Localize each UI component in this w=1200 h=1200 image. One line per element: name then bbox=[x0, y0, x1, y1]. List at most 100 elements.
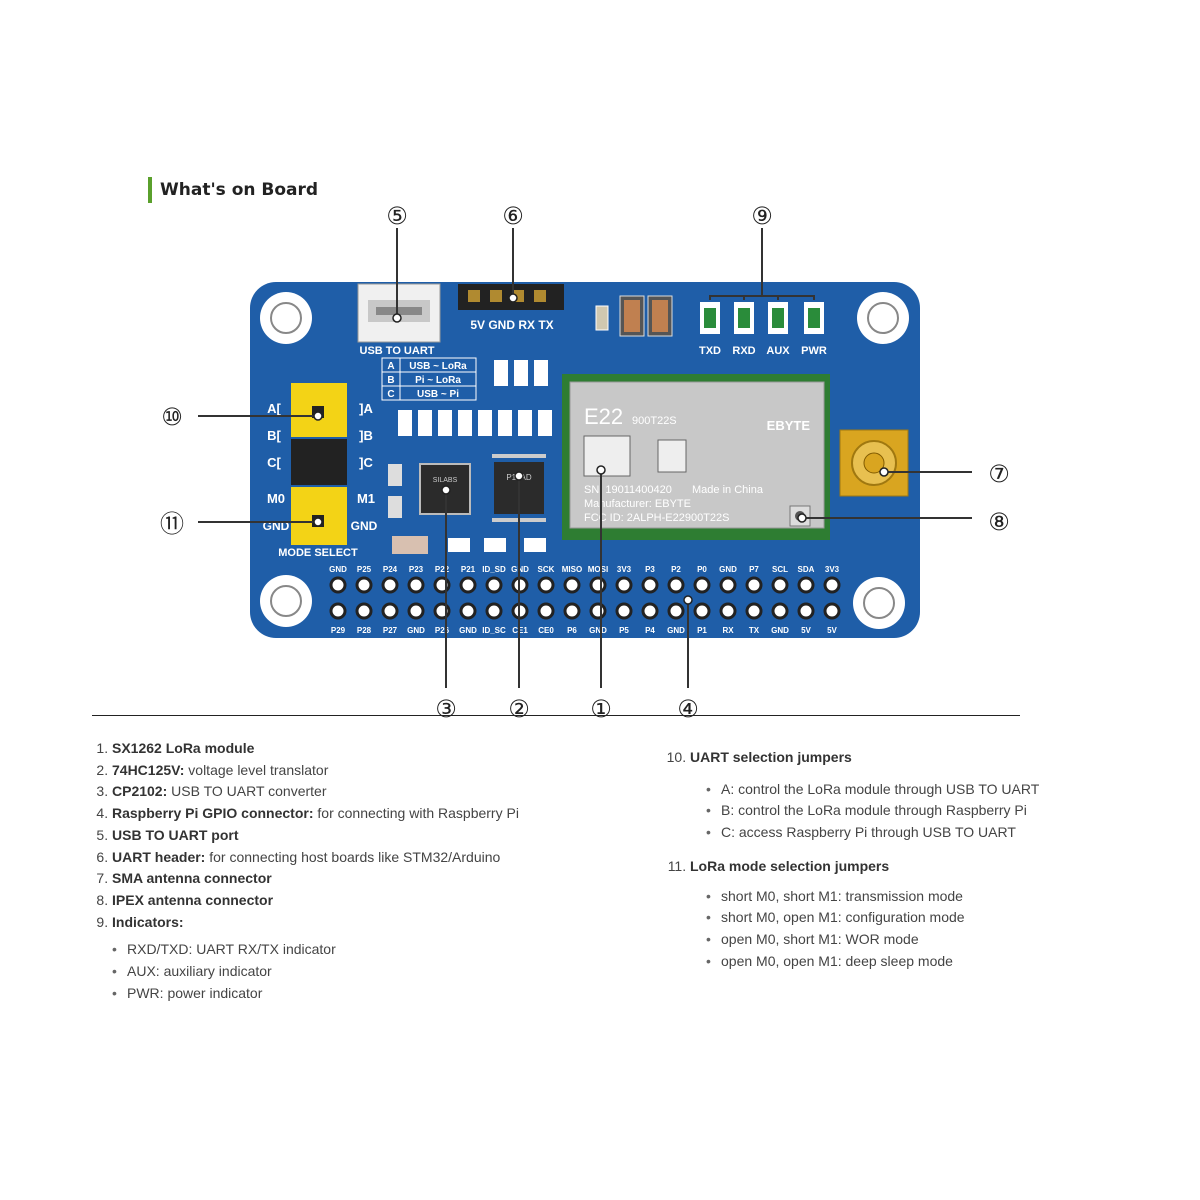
component-item: CP2102: USB TO UART converter bbox=[112, 781, 612, 803]
component-description: for connecting with Raspberry Pi bbox=[313, 805, 519, 822]
usb-label: USB TO UART bbox=[360, 345, 435, 357]
jumper-list: UART selection jumpers A: control the Lo… bbox=[670, 747, 1100, 972]
gpio-pin bbox=[329, 576, 347, 594]
gpio-label-bottom: TX bbox=[749, 626, 760, 635]
module-manufacturer: Manufacturer: EBYTE bbox=[584, 498, 691, 510]
gpio-label-top: P25 bbox=[357, 565, 372, 574]
lora-jumpers-title: LoRa mode selection jumpers bbox=[690, 857, 890, 874]
gpio-pin bbox=[485, 602, 503, 620]
gpio-label-top: P7 bbox=[749, 565, 759, 574]
callout-dots bbox=[313, 293, 889, 605]
component-description: USB TO UART converter bbox=[167, 783, 327, 800]
mode-key-a: A bbox=[387, 361, 394, 372]
jumper-label-a-right: ]A bbox=[359, 401, 373, 416]
jumper-label-b-left: B[ bbox=[267, 428, 281, 443]
gpio-label-top: P2 bbox=[671, 565, 681, 574]
gpio-label-top: P22 bbox=[435, 565, 450, 574]
gpio-label-top: MISO bbox=[562, 565, 582, 574]
gpio-pin bbox=[615, 602, 633, 620]
divider-line bbox=[92, 715, 1020, 716]
smd-components bbox=[388, 464, 546, 554]
component-name: Indicators: bbox=[112, 913, 184, 930]
gpio-label-bottom: CE0 bbox=[538, 626, 554, 635]
component-name: SX1262 LoRa module bbox=[112, 740, 255, 756]
gpio-label-top: P24 bbox=[383, 565, 398, 574]
left-description-list: SX1262 LoRa module74HC125V: voltage leve… bbox=[92, 738, 612, 1004]
gpio-header: GNDP29P25P28P24P27P23GNDP22P26P21GNDID_S… bbox=[329, 565, 841, 635]
gpio-pin bbox=[381, 576, 399, 594]
gpio-label-top: SCL bbox=[772, 565, 788, 574]
gpio-pin bbox=[797, 576, 815, 594]
gpio-pin bbox=[797, 602, 815, 620]
gpio-label-bottom: P29 bbox=[331, 626, 346, 635]
mode-value-b: Pi ~ LoRa bbox=[415, 375, 461, 386]
gpio-pin bbox=[719, 576, 737, 594]
gpio-pin bbox=[693, 602, 711, 620]
gpio-label-top: P0 bbox=[697, 565, 707, 574]
callout-1: ① bbox=[590, 695, 612, 723]
module-brand: EBYTE bbox=[767, 418, 811, 433]
m1-label: M1 bbox=[357, 491, 375, 506]
gpio-pin bbox=[355, 576, 373, 594]
gpio-pin bbox=[407, 576, 425, 594]
jumper-label-c-right: ]C bbox=[359, 455, 373, 470]
component-name: USB TO UART port bbox=[112, 826, 239, 843]
indicator-item: AUX: auxiliary indicator bbox=[112, 961, 612, 983]
gpio-pin bbox=[459, 576, 477, 594]
heading-title: What's on Board bbox=[160, 180, 319, 200]
component-item: SX1262 LoRa module bbox=[112, 738, 612, 760]
gnd-right-label: GND bbox=[351, 519, 378, 533]
jumper-label-b-right: ]B bbox=[359, 428, 373, 443]
gpio-label-top: GND bbox=[511, 565, 529, 574]
uart-jumper-item: B: control the LoRa module through Raspb… bbox=[706, 800, 1100, 822]
mode-value-a: USB ~ LoRa bbox=[409, 361, 467, 372]
gpio-pin bbox=[563, 576, 581, 594]
led-indicators bbox=[700, 302, 824, 334]
jumper-label-c-left: C[ bbox=[267, 455, 281, 470]
gpio-label-top: GND bbox=[329, 565, 347, 574]
component-item: SMA antenna connector bbox=[112, 868, 612, 890]
gpio-label-bottom: ID_SC bbox=[482, 626, 506, 635]
mounting-holes bbox=[260, 292, 909, 629]
gpio-pin bbox=[771, 602, 789, 620]
component-item: IPEX antenna connector bbox=[112, 890, 612, 912]
led-label-rxd: RXD bbox=[732, 345, 755, 357]
usb-port bbox=[357, 283, 441, 343]
gpio-pin bbox=[381, 602, 399, 620]
module-sn: SN: 19011400420 bbox=[584, 484, 672, 496]
gpio-label-bottom: GND bbox=[407, 626, 425, 635]
gpio-label-top: SCK bbox=[538, 565, 555, 574]
gpio-label-top: P23 bbox=[409, 565, 424, 574]
gpio-label-top: P21 bbox=[461, 565, 476, 574]
gpio-pin bbox=[667, 602, 685, 620]
component-item: USB TO UART port bbox=[112, 825, 612, 847]
gpio-pin bbox=[615, 576, 633, 594]
callout-4: ④ bbox=[677, 695, 699, 723]
cp2102-label: SILABS bbox=[433, 477, 458, 484]
gpio-pin bbox=[771, 576, 789, 594]
gpio-pin bbox=[537, 602, 555, 620]
callout-3: ③ bbox=[435, 695, 457, 723]
lora-jumper-item: short M0, open M1: configuration mode bbox=[706, 907, 1100, 929]
jumper-block bbox=[291, 383, 347, 545]
component-description: for connecting host boards like STM32/Ar… bbox=[205, 848, 501, 865]
component-name: Raspberry Pi GPIO connector: bbox=[112, 805, 314, 822]
component-list: SX1262 LoRa module74HC125V: voltage leve… bbox=[92, 738, 612, 933]
gpio-pin bbox=[745, 576, 763, 594]
gpio-label-top: ID_SD bbox=[482, 565, 506, 574]
right-description-list: UART selection jumpers A: control the Lo… bbox=[670, 747, 1100, 972]
component-name: SMA antenna connector bbox=[112, 870, 272, 887]
gpio-label-top: SDA bbox=[798, 565, 815, 574]
m0-label: M0 bbox=[267, 491, 285, 506]
lora-jumper-item: short M0, short M1: transmission mode bbox=[706, 886, 1100, 908]
component-item: Indicators: bbox=[112, 912, 612, 934]
led-label-aux: AUX bbox=[766, 345, 790, 357]
gpio-pin bbox=[641, 576, 659, 594]
gpio-label-bottom: P4 bbox=[645, 626, 655, 635]
lora-jumper-item: open M0, short M1: WOR mode bbox=[706, 929, 1100, 951]
module-model: E22 bbox=[584, 404, 623, 429]
uart-jumper-item: A: control the LoRa module through USB T… bbox=[706, 779, 1100, 801]
component-item: UART header: for connecting host boards … bbox=[112, 847, 612, 869]
gpio-pin bbox=[641, 602, 659, 620]
gpio-label-bottom: GND bbox=[459, 626, 477, 635]
